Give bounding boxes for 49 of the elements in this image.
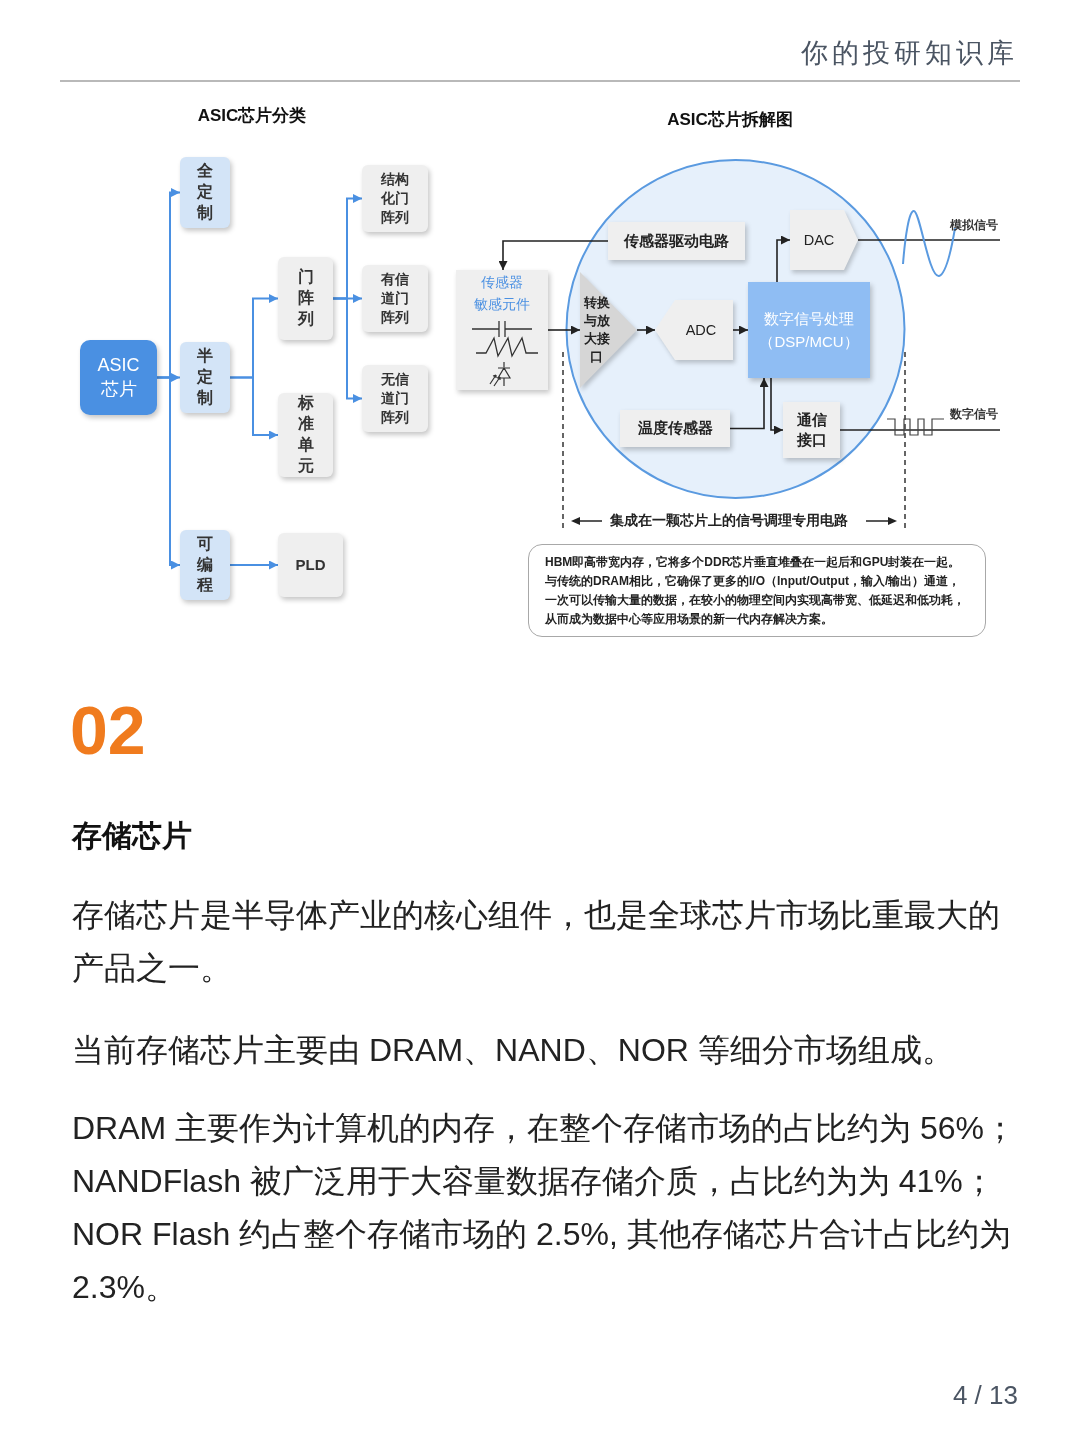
arrow: [547, 325, 581, 335]
arrow: [732, 325, 749, 335]
panel-title: ASIC芯片分类: [196, 105, 308, 127]
arrow: [770, 377, 784, 435]
process-box: 传感器驱动电路: [608, 222, 745, 260]
arrow: [332, 297, 363, 403]
sensor-panel: [456, 270, 548, 390]
process-box: 通信接口: [783, 402, 840, 458]
arrow: [636, 325, 656, 335]
converter-block: ADC: [655, 300, 733, 360]
paragraph: DRAM 主要作为计算机的内存，在整个存储市场的占比约为 56%；NANDFlash 被广泛用于大容量数据存储介质，占比约为为 41%；NOR Flash 约占整个存储市场的 2.5%, 其他存储芯片合计占比约为 2.3%。: [72, 1109, 1018, 1307]
tagline: 你的投研知识库: [801, 37, 1018, 70]
section-number: 02: [70, 693, 146, 768]
category-box: 结构化门阵列: [362, 165, 428, 232]
arrow: [156, 376, 181, 570]
category-box: 标准单元: [278, 393, 333, 477]
node-label: 传感器: [480, 274, 524, 292]
arrow: [229, 376, 279, 440]
category-box: 有信道门阵列: [362, 265, 428, 332]
arrow: [498, 240, 609, 271]
node-label: 数字信号处理: [763, 308, 855, 329]
processor-box: [748, 282, 870, 378]
rounded-box: ASIC芯片: [80, 340, 157, 415]
node-label: （DSP/MCU）: [758, 332, 860, 352]
category-box: PLD: [278, 533, 343, 597]
category-box: 半定制: [180, 342, 230, 413]
note-box: HBM即高带宽内存，它将多个DDR芯片垂直堆叠在一起后和GPU封装在一起。与传统的DRAM相比，它确保了更多的I/O（Input/Output，输入/输出）通道，一次可以传输大量的数据，在较小的物理空间内实现高带宽、低延迟和低功耗，从而成为数据中心等应用场景的新一代内存解决方案。: [528, 544, 986, 637]
edge-label: 模拟信号: [950, 217, 998, 234]
dimension-label: 集成在一颗芯片上的信号调理专用电路: [610, 512, 848, 530]
connector-line: [857, 239, 1001, 241]
paragraph: 当前存储芯片主要由 DRAM、NAND、NOR 等细分市场组成。: [72, 1031, 955, 1070]
section-heading: 存储芯片: [72, 818, 192, 854]
process-box: 温度传感器: [620, 410, 730, 447]
converter-block: DAC: [790, 210, 858, 270]
category-box: 可编程: [180, 530, 230, 600]
page-number: 4 / 13: [952, 1380, 1018, 1411]
arrow: [229, 560, 279, 570]
panel-title: ASIC芯片拆解图: [666, 109, 794, 131]
paragraph: 存储芯片是半导体产业的核心组件，也是全球芯片市场比重最大的产品之一。: [72, 896, 1001, 988]
arrow: [776, 235, 791, 283]
category-box: 全定制: [180, 157, 230, 228]
category-box: 无信道门阵列: [362, 365, 428, 432]
arrow: [729, 377, 769, 430]
edge-label: 数字信号: [950, 406, 998, 423]
category-box: 门阵列: [278, 257, 333, 340]
node-label: 敏感元件: [473, 295, 531, 314]
connector-line: [839, 429, 1001, 431]
chip-circle: [565, 158, 906, 500]
amplifier-triangle: 转换与放大接口: [580, 272, 637, 388]
